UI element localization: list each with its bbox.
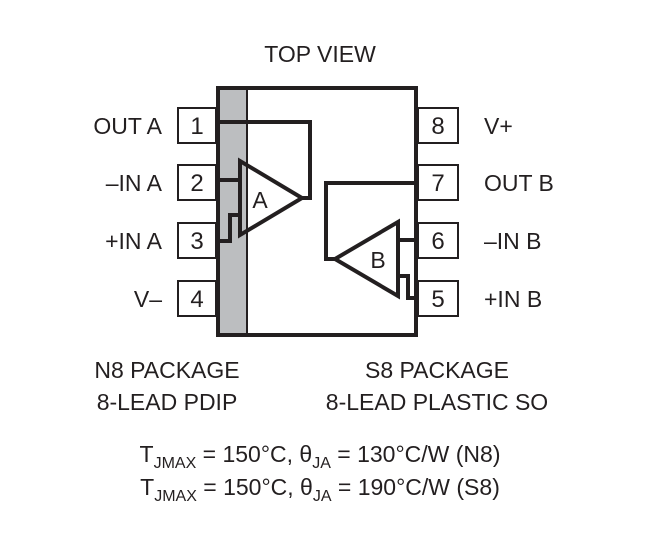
pin-number: 4 (190, 286, 203, 313)
pin-number: 7 (431, 170, 444, 197)
pin-number: 2 (190, 170, 203, 197)
thermal-line-1: TJMAX = 150°C, θJA = 130°C/W (N8) (140, 441, 501, 472)
pin-4: 4 V– (134, 280, 217, 317)
amp-b-label: B (370, 247, 385, 273)
thermal-line-2: TJMAX = 150°C, θJA = 190°C/W (S8) (140, 474, 500, 505)
pin-number: 6 (431, 228, 444, 255)
pin-1: 1 OUT A (93, 107, 217, 144)
pin-8: 8 V+ (417, 107, 513, 144)
pin-5: 5 +IN B (417, 280, 542, 317)
pin-name: –IN B (484, 228, 542, 254)
pin-2: 2 –IN A (106, 164, 217, 201)
package-right-line2: 8-LEAD PLASTIC SO (326, 389, 548, 415)
package-body (216, 86, 418, 337)
package-left-line2: 8-LEAD PDIP (97, 389, 238, 415)
package-right-line1: S8 PACKAGE (365, 357, 509, 383)
pin-number: 1 (190, 113, 203, 140)
pin-number: 3 (190, 228, 203, 255)
pin-name: V– (134, 286, 162, 312)
pin-7: 7 OUT B (417, 164, 554, 201)
title: TOP VIEW (264, 41, 376, 67)
pin-6: 6 –IN B (417, 222, 542, 259)
pin-name: OUT B (484, 170, 554, 196)
pin-3: 3 +IN A (105, 222, 217, 259)
pin-name: +IN B (484, 286, 542, 312)
amplifier-b: B (324, 181, 416, 300)
pin-number: 8 (431, 113, 444, 140)
amp-a-label: A (252, 187, 268, 213)
pin-name: V+ (484, 113, 513, 139)
pin-number: 5 (431, 286, 444, 313)
pin-name: –IN A (106, 170, 163, 196)
amplifier-a: A (220, 120, 312, 243)
pin-name: +IN A (105, 228, 163, 254)
pin-name: OUT A (93, 113, 162, 139)
pin1-stripe (220, 90, 247, 333)
package-left-line1: N8 PACKAGE (94, 357, 239, 383)
